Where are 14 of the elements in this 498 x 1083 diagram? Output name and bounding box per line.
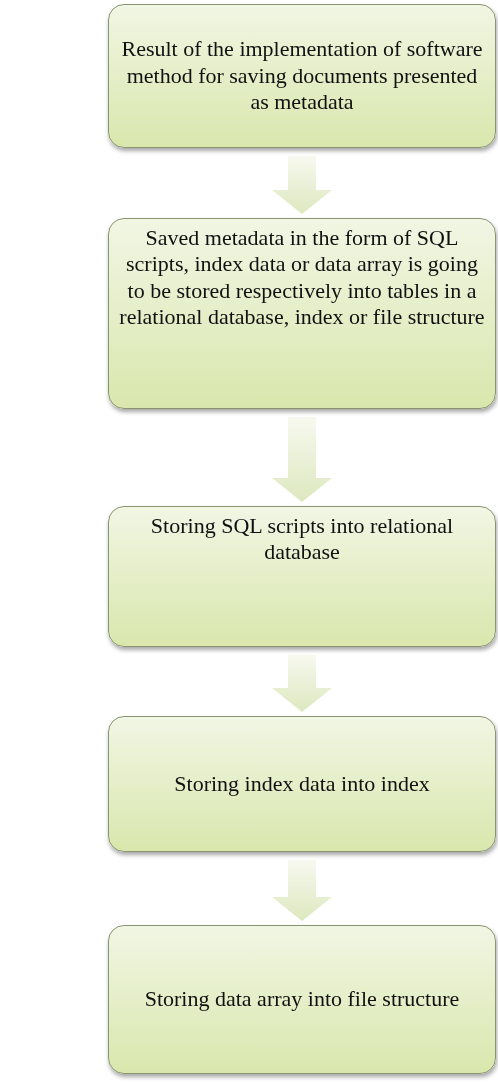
block-arrow — [272, 860, 332, 921]
block-arrow — [272, 156, 332, 214]
process-box — [108, 506, 496, 647]
process-box — [108, 925, 496, 1074]
process-box — [108, 716, 496, 852]
box-text: Storing SQL scripts into relational database — [149, 513, 455, 566]
process-box — [108, 218, 496, 409]
box-text: Storing data array into file structure — [144, 986, 460, 1013]
block-arrow — [272, 655, 332, 712]
process-box — [108, 4, 496, 148]
box-text: Storing index data into index — [174, 770, 430, 798]
block-arrow — [272, 417, 332, 502]
box-text: Result of the implementation of software method for saving documents presented as metadata — [120, 36, 484, 116]
box-text: Saved metadata in the form of SQL scripts, index data or data array is going to be stored respectively into tables in a relational database, index or file structure — [119, 225, 485, 331]
